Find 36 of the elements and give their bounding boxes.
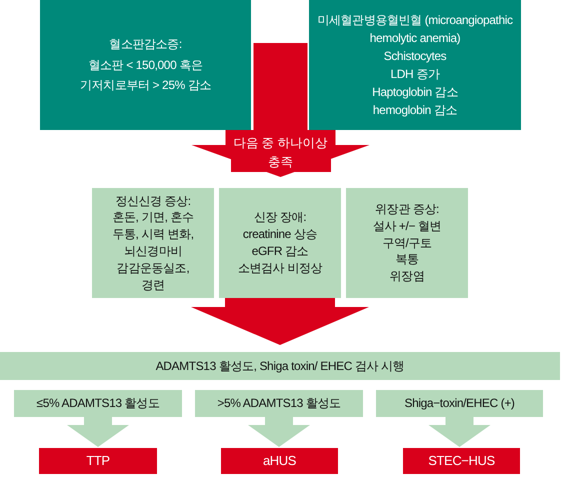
- result-box: TTP: [39, 448, 157, 474]
- box-text: 위장관 증상:: [375, 201, 439, 218]
- box-text: Schistocytes: [384, 48, 446, 65]
- process-box: [92, 188, 214, 298]
- box-text: eGFR 감소: [252, 243, 308, 260]
- box-text: creatinine 상승: [242, 226, 318, 243]
- block-arrow: [191, 298, 369, 345]
- box-text: 두통, 시력 변화, 뇌신경마비: [111, 226, 195, 260]
- box-text: 위장염: [390, 268, 424, 285]
- box-text: 혈소판 < 150,000 혹은 기저치로부터 > 25% 감소: [78, 56, 212, 94]
- box-text: 혈소판감소증:: [108, 36, 183, 54]
- process-box: ADAMTS13 활성도, Shiga toxin/ EHEC 검사 시행: [0, 352, 560, 380]
- result-box: STEC−HUS: [403, 448, 520, 474]
- box-text: Haptoglobin 감소: [372, 84, 458, 101]
- box-text: LDH 증가: [390, 66, 440, 83]
- box-text: 미세혈관병용혈빈혈 (microangiopathic hemolytic anemia): [316, 12, 514, 47]
- box-text: 정신신경 증상:: [114, 192, 192, 210]
- block-arrow: [248, 417, 310, 447]
- box-text: 설사 +/− 혈변: [372, 218, 442, 235]
- process-box: [346, 188, 468, 298]
- box-text: 신장 장애:: [254, 209, 306, 226]
- block-arrow: [67, 417, 129, 447]
- box-text: 감감운동실조, 경련: [116, 260, 190, 294]
- box-text: 혼돈, 기면, 혼수: [111, 209, 195, 226]
- box-text: 복통: [395, 251, 419, 268]
- box-text: hemoglobin 감소: [372, 102, 458, 119]
- block-arrow: [428, 417, 490, 447]
- process-box: >5% ADAMTS13 활성도: [195, 390, 363, 417]
- box-text: 구역/구토: [382, 234, 432, 252]
- process-box: [219, 188, 341, 298]
- criteria-box: [309, 0, 521, 130]
- process-box: ≤5% ADAMTS13 활성도: [14, 390, 182, 417]
- criteria-box: [40, 0, 251, 130]
- result-box: aHUS: [221, 448, 338, 474]
- box-text: 소변검사 비정상: [238, 260, 322, 277]
- process-box: Shiga−toxin/EHEC (+): [376, 390, 543, 417]
